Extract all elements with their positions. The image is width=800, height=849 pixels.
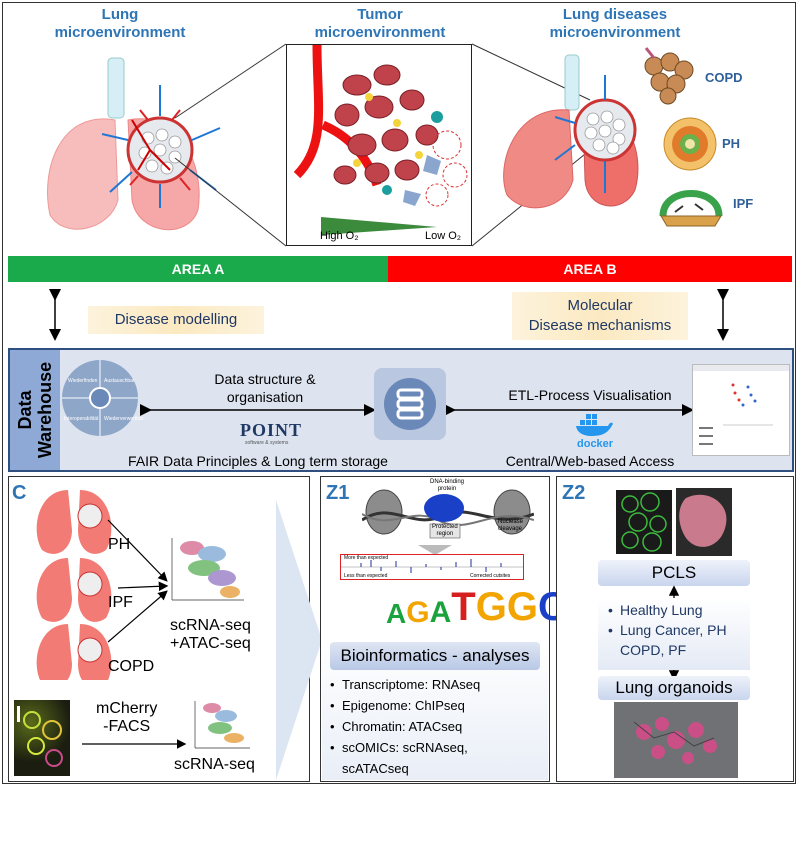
low-o2-label: Low O₂ (425, 230, 462, 242)
lung-title: Lung microenvironment (54, 6, 186, 41)
bioinformatics-list: Transcriptome: RNAseq Epigenome: ChIPseq… (328, 674, 543, 779)
bioinformatics-title: Bioinformatics - analyses (330, 642, 540, 670)
fair-circle-icon (62, 360, 138, 436)
fluorescence-image (14, 700, 70, 776)
panel-c-mcherry: mCherry -FACS (96, 700, 158, 735)
healthy-lung-illustration (47, 57, 221, 231)
more-expected-label: More than expected (344, 555, 389, 561)
ph-label: PH (722, 136, 741, 151)
panel-z2-letter: Z2 (562, 482, 586, 504)
ipf-icon (659, 190, 723, 227)
bioinf-item: scOMICs: scRNAseq, scATACseq (328, 737, 543, 779)
copd-label: COPD (705, 70, 743, 85)
pcls-tissue-image (676, 488, 732, 556)
tumor-title: Tumor microenvironment (314, 6, 446, 41)
fair-q1: Wiederfinden (68, 378, 98, 384)
footprint-plot (340, 554, 524, 580)
lung-model-list: Healthy Lung Lung Cancer, PH COPD, PF (606, 600, 752, 660)
bioinf-item: Transcriptome: RNAseq (328, 674, 543, 695)
fair-label: FAIR Data Principles & Long term storage (128, 453, 388, 469)
bioinf-item: Epigenome: ChIPseq (328, 695, 543, 716)
fair-q2: Austauschbar (104, 378, 135, 384)
area-a-bar: AREA A (8, 256, 388, 282)
diseases-title: Lung diseases microenvironment (549, 6, 681, 41)
diseased-lung-illustration (503, 54, 639, 209)
ipf-label: IPF (733, 196, 754, 211)
point-logo-sub: software & systems (245, 440, 289, 446)
panel-c-scrna: scRNA-seq (174, 756, 255, 773)
lung-organoids-box: Lung organoids (598, 676, 750, 700)
dna-protein-diagram (362, 489, 534, 539)
fair-q3: Interoperabilität (64, 416, 99, 422)
lung-model-item: Lung Cancer, PH COPD, PF (606, 620, 752, 660)
panel-c-ipf: IPF (108, 594, 133, 611)
warehouse-arrows (140, 404, 694, 416)
lung-model-item: Healthy Lung (606, 600, 752, 620)
panel-z1-letter: Z1 (326, 482, 350, 504)
copd-icon (644, 47, 694, 105)
motif-letter: A (386, 598, 407, 629)
umap-plot-1 (171, 538, 244, 601)
database-icon (374, 368, 446, 440)
visualisation-screenshot (692, 364, 790, 456)
motif-letter: G (406, 596, 430, 629)
umap-plot-2 (194, 701, 250, 749)
tumor-box (286, 44, 472, 246)
figure-frame (2, 2, 796, 784)
pcls-green-image (616, 490, 672, 554)
less-expected-label: Less than expected (344, 573, 388, 579)
panel-c-ph: PH (108, 536, 131, 553)
protected-region-label: Protected region (432, 524, 458, 537)
down-triangle (418, 545, 452, 555)
panel-c-copd: COPD (108, 658, 155, 675)
etl-label: ETL-Process Visualisation (508, 387, 672, 403)
corrected-label: Corrected cutsites (470, 573, 511, 579)
nuclease-label: Nuclease cleavage (498, 519, 524, 532)
organoid-image (614, 702, 738, 778)
panel-c-letter: C (12, 482, 27, 504)
fair-q4: Wiederverwertbar (104, 416, 144, 422)
data-warehouse-side-label: Data Warehouse (10, 350, 60, 470)
dna-binding-label: DNA-binding protein (430, 479, 465, 492)
docker-label: docker (577, 438, 614, 450)
data-structure-label: Data structure & organisation (214, 371, 316, 405)
pcls-box: PCLS (598, 560, 750, 586)
area-b-bar: AREA B (388, 256, 792, 282)
high-o2-label: High O₂ (320, 230, 359, 242)
central-access-label: Central/Web-based Access (505, 453, 675, 469)
motif-letter: A (429, 596, 452, 629)
ph-icon (663, 117, 717, 171)
panel-c-lungs (36, 490, 169, 680)
panel-c-scrna-atac: scRNA-seq +ATAC-seq (170, 617, 251, 652)
point-logo: POINT (240, 420, 303, 440)
disease-modelling-label: Disease modelling (88, 306, 264, 334)
vertical-arrows (49, 289, 729, 341)
molecular-mechanisms-label: Molecular Disease mechanisms (512, 292, 688, 340)
bioinf-item: Chromatin: ATACseq (328, 716, 543, 737)
motif-letter: G (506, 585, 538, 629)
chevron-arrow (276, 500, 322, 780)
motif-letter: G (475, 585, 507, 629)
tumor-illustration (293, 45, 468, 235)
docker-whale-icon (576, 414, 613, 436)
mcherry-arrow (82, 739, 187, 749)
motif-letter: T (451, 585, 476, 629)
